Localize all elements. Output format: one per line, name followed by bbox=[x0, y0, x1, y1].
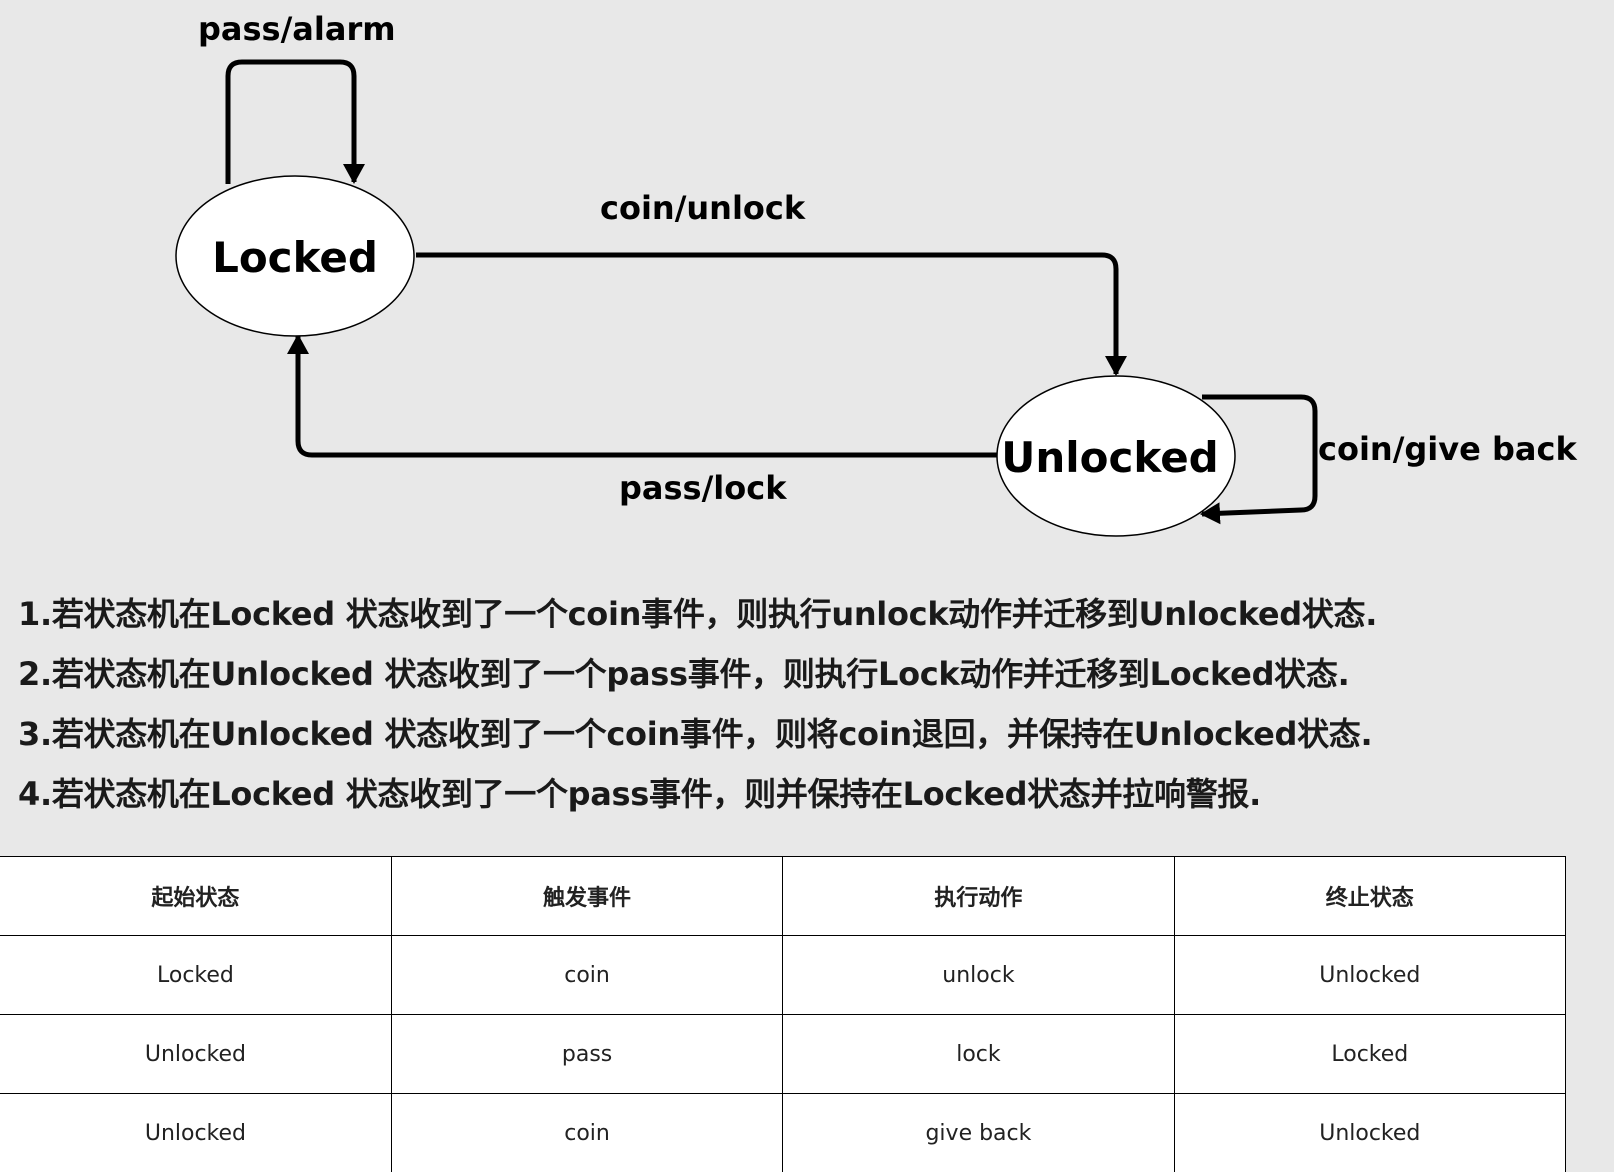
rule-2: 2.若状态机在Unlocked 状态收到了一个pass事件，则执行Lock动作并… bbox=[18, 655, 1350, 693]
table-cell: coin bbox=[390, 1093, 784, 1172]
header-end-state: 终止状态 bbox=[1173, 856, 1567, 936]
rules-list: 1.若状态机在Locked 状态收到了一个coin事件，则执行unlock动作并… bbox=[18, 584, 1598, 824]
node-unlocked-label: Unlocked bbox=[1001, 433, 1219, 482]
node-unlocked bbox=[996, 375, 1236, 537]
rule-4: 4.若状态机在Locked 状态收到了一个pass事件，则并保持在Locked状… bbox=[18, 775, 1261, 813]
table-cell: Unlocked bbox=[0, 1093, 392, 1172]
table-row: Locked coin unlock Unlocked bbox=[0, 935, 1567, 1015]
table-cell: lock bbox=[782, 1014, 1175, 1094]
node-locked bbox=[175, 175, 415, 337]
table-cell: pass bbox=[390, 1014, 784, 1094]
table-cell: Unlocked bbox=[0, 1014, 392, 1094]
edge-unlocked-to-locked bbox=[287, 334, 998, 458]
header-start-state: 起始状态 bbox=[0, 856, 392, 936]
edge-unlocked-self-loop bbox=[1200, 394, 1318, 525]
table-header-row: 起始状态 触发事件 执行动作 终止状态 bbox=[0, 856, 1567, 936]
rule-1: 1.若状态机在Locked 状态收到了一个coin事件，则执行unlock动作并… bbox=[18, 595, 1378, 633]
table-cell: coin bbox=[390, 935, 784, 1015]
state-diagram: pass/alarm coin/unlock pass/lock coin/gi… bbox=[175, 10, 1577, 537]
edge-locked-self-loop bbox=[225, 59, 365, 184]
table-row: Unlocked coin give back Unlocked bbox=[0, 1093, 1567, 1172]
table-cell: Locked bbox=[1173, 1014, 1567, 1094]
edge-label-coin-unlock: coin/unlock bbox=[600, 189, 806, 227]
header-trigger-event: 触发事件 bbox=[390, 856, 784, 936]
table-row: Unlocked pass lock Locked bbox=[0, 1014, 1567, 1094]
node-locked-label: Locked bbox=[212, 233, 378, 282]
edge-label-pass-lock: pass/lock bbox=[619, 469, 787, 507]
table-cell: Unlocked bbox=[1173, 1093, 1567, 1172]
table-cell: Unlocked bbox=[1173, 935, 1567, 1015]
header-action: 执行动作 bbox=[782, 856, 1175, 936]
edge-label-pass-alarm: pass/alarm bbox=[198, 10, 396, 48]
transition-table: 起始状态 触发事件 执行动作 终止状态 Locked coin unlock U… bbox=[0, 856, 1567, 1172]
edge-label-coin-give-back: coin/give back bbox=[1318, 430, 1577, 468]
edge-locked-to-unlocked bbox=[416, 252, 1127, 376]
rule-3: 3.若状态机在Unlocked 状态收到了一个coin事件，则将coin退回，并… bbox=[18, 715, 1373, 753]
table-cell: unlock bbox=[782, 935, 1175, 1015]
table-cell: give back bbox=[782, 1093, 1175, 1172]
table-cell: Locked bbox=[0, 935, 392, 1015]
